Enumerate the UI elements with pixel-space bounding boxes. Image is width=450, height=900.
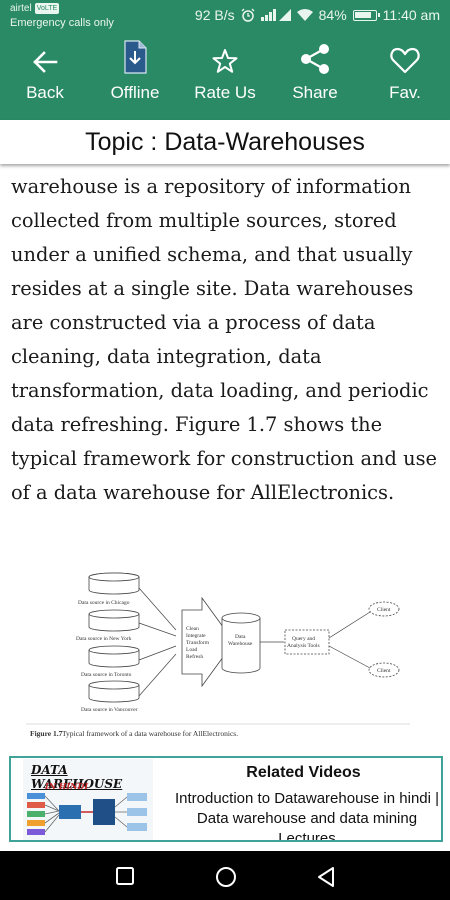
status-indicators: 92 B/s 84% 11:40 am	[195, 7, 440, 23]
related-videos-card[interactable]: DATA WAREHOUSE IN HINDI Related Videos I…	[9, 756, 443, 842]
client-bottom: Client	[368, 662, 400, 678]
thumbnail-diagram	[27, 793, 147, 835]
source-label: Data source in Chicago	[78, 600, 130, 606]
offline-label: Offline	[110, 83, 160, 102]
etl-process-box: Clean Integrate Transform Load Refresh	[181, 596, 235, 688]
process-step: Load	[186, 647, 198, 653]
article-content: warehouse is a repository of information…	[11, 170, 443, 510]
process-step: Clean	[186, 626, 199, 632]
rate-us-label: Rate Us	[194, 83, 256, 102]
article-paragraph: warehouse is a repository of information…	[11, 175, 437, 504]
client-top: Client	[368, 601, 400, 617]
data-source-vancouver: Data source in Vancouver	[81, 680, 140, 713]
thumbnail-title: DATA WAREHOUSE	[31, 763, 123, 791]
home-icon[interactable]	[215, 866, 237, 888]
share-label: Share	[292, 83, 338, 102]
client-label: Client	[377, 607, 391, 613]
figure-caption-text: Typical framework of a data warehouse fo…	[62, 729, 238, 738]
emergency-calls-text: Emergency calls only	[10, 17, 114, 29]
data-source-newyork: Data source in New York	[76, 609, 140, 642]
back-triangle-icon[interactable]	[316, 866, 336, 888]
figure-caption-label: Figure 1.7	[30, 729, 63, 738]
rate-us-button[interactable]: Rate Us	[180, 34, 270, 120]
battery-icon	[352, 9, 380, 21]
battery-percent: 84%	[318, 7, 347, 23]
topic-title: Topic : Data-Warehouses	[0, 120, 450, 164]
query-tools-box: Query and Analysis Tools	[284, 629, 330, 655]
back-button[interactable]: Back	[0, 34, 90, 120]
heart-icon	[390, 47, 420, 74]
share-button[interactable]: Share	[270, 34, 360, 120]
arrow-left-icon	[33, 51, 58, 73]
favorite-button[interactable]: Fav.	[360, 34, 450, 120]
clock: 11:40 am	[382, 7, 440, 23]
client-label: Client	[377, 668, 391, 674]
tools-label: Query and	[292, 636, 315, 642]
recent-apps-icon[interactable]	[115, 866, 135, 886]
video-thumbnail[interactable]: DATA WAREHOUSE IN HINDI	[23, 759, 153, 840]
carrier-name: airtel	[10, 3, 32, 14]
wifi-icon	[296, 9, 313, 21]
data-source-chicago: Data source in Chicago	[78, 572, 140, 606]
related-video-title[interactable]: Introduction to Datawarehouse in hindi |…	[174, 790, 440, 842]
warehouse-label: Warehouse	[228, 641, 253, 647]
app-toolbar: Back Offline Rate Us Share Fav.	[0, 34, 450, 120]
process-step: Refresh	[186, 653, 203, 660]
volte-badge: VoLTE	[34, 3, 60, 14]
system-nav-bar	[0, 851, 450, 900]
back-label: Back	[26, 83, 64, 102]
client-arrows	[328, 611, 371, 669]
offline-button[interactable]: Offline	[90, 34, 180, 120]
thumbnail-subtitle: IN HINDI	[45, 781, 89, 791]
share-icon	[301, 44, 329, 74]
alarm-icon	[241, 8, 255, 22]
process-step: Integrate	[186, 633, 206, 639]
source-arrows	[138, 587, 177, 697]
signal-icon	[260, 9, 291, 21]
data-source-toronto: Data source in Toronto	[81, 645, 140, 678]
download-document-icon	[124, 40, 147, 74]
source-label: Data source in Vancouver	[81, 707, 138, 713]
favorite-label: Fav.	[389, 83, 421, 102]
network-speed: 92 B/s	[194, 7, 235, 23]
process-step: Transform	[186, 639, 210, 646]
data-warehouse-cylinder: Data Warehouse	[221, 612, 261, 674]
related-videos-heading: Related Videos	[246, 764, 361, 781]
warehouse-label: Data	[235, 634, 246, 640]
source-label: Data source in Toronto	[81, 672, 132, 678]
tools-label: Analysis Tools	[287, 643, 320, 649]
data-warehouse-framework-figure: Data source in Chicago Data source in Ne…	[26, 572, 410, 738]
source-label: Data source in New York	[76, 636, 132, 642]
star-icon	[212, 49, 238, 73]
